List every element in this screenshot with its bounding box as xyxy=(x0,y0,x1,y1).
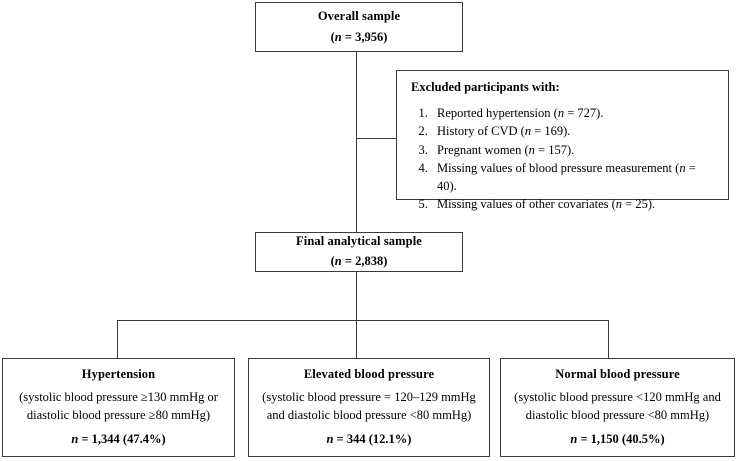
normal-criteria-line1: (systolic blood pressure <120 mmHg and xyxy=(514,389,721,404)
n-symbol: n xyxy=(679,160,686,175)
list-item: History of CVD (n = 169). xyxy=(431,122,714,140)
list-item: Pregnant women (n = 157). xyxy=(431,141,714,159)
hypertension-criteria-line2: diastolic blood pressure ≥80 mmHg) xyxy=(26,407,211,422)
n-symbol: n xyxy=(334,254,342,269)
normal-value: = 1,150 (40.5%) xyxy=(577,432,665,447)
elevated-title: Elevated blood pressure xyxy=(303,366,435,381)
box-group-normal-blood-pressure: Normal blood pressure (systolic blood pr… xyxy=(500,358,735,457)
excluded-list: Reported hypertension (n = 727). History… xyxy=(411,104,714,214)
paren-open: ( xyxy=(330,254,335,269)
final-sample-title: Final analytical sample xyxy=(296,234,422,248)
excluded-item-text: Missing values of other covariates ( xyxy=(437,197,616,212)
elevated-criteria-line2: and diastolic blood pressure <80 mmHg) xyxy=(266,407,472,422)
final-sample-value: = 2,838) xyxy=(341,254,388,269)
elevated-value: = 344 (12.1%) xyxy=(333,432,412,447)
box-excluded-participants: Excluded participants with: Reported hyp… xyxy=(396,70,729,211)
connector-trunk-main xyxy=(356,52,358,232)
connector-leg-normal xyxy=(608,320,610,358)
list-item: Reported hypertension (n = 727). xyxy=(431,104,714,122)
n-symbol: n xyxy=(334,29,342,44)
excluded-item-value: = 727). xyxy=(564,106,604,120)
excluded-item-text: Missing values of blood pressure measure… xyxy=(437,160,680,175)
final-sample-count: (n = 2,838) xyxy=(331,252,388,271)
connector-distribution-bar xyxy=(117,320,609,322)
excluded-item-text: Pregnant women ( xyxy=(437,142,529,157)
n-symbol: n xyxy=(524,124,532,139)
connector-to-excluded xyxy=(356,138,396,140)
elevated-criteria-line1: (systolic blood pressure = 120–129 mmHg xyxy=(262,389,476,404)
excluded-item-value: = 157). xyxy=(534,142,575,157)
normal-criteria-line2: diastolic blood pressure <80 mmHg) xyxy=(525,407,710,422)
overall-sample-title: Overall sample xyxy=(317,8,401,23)
paren-open: ( xyxy=(330,29,335,44)
connector-leg-hypertension xyxy=(117,320,119,358)
hypertension-title: Hypertension xyxy=(81,366,156,381)
n-symbol: n xyxy=(528,142,535,157)
box-overall-sample: Overall sample (n = 3,956) xyxy=(255,2,463,52)
elevated-count: n = 344 (12.1%) xyxy=(327,430,412,449)
excluded-item-text: Reported hypertension ( xyxy=(437,106,558,120)
list-item: Missing values of blood pressure measure… xyxy=(431,159,714,196)
box-final-analytical-sample: Final analytical sample (n = 2,838) xyxy=(255,232,463,272)
overall-sample-value: = 3,956) xyxy=(341,29,388,44)
n-symbol: n xyxy=(326,432,334,447)
normal-title: Normal blood pressure xyxy=(555,366,680,381)
n-symbol: n xyxy=(71,432,79,447)
excluded-item-value: = 25). xyxy=(622,197,656,212)
excluded-item-value: = 169). xyxy=(531,124,571,139)
connector-leg-elevated xyxy=(356,320,358,358)
n-symbol: n xyxy=(570,432,578,447)
n-symbol: n xyxy=(615,197,623,212)
box-group-elevated-blood-pressure: Elevated blood pressure (systolic blood … xyxy=(248,358,490,457)
overall-sample-count: (n = 3,956) xyxy=(331,28,388,47)
list-item: Missing values of other covariates (n = … xyxy=(431,195,714,213)
hypertension-value: = 1,344 (47.4%) xyxy=(78,432,166,447)
hypertension-criteria-line1: (systolic blood pressure ≥130 mmHg or xyxy=(19,389,218,404)
hypertension-count: n = 1,344 (47.4%) xyxy=(71,430,165,449)
box-group-hypertension: Hypertension (systolic blood pressure ≥1… xyxy=(2,358,235,457)
n-symbol: n xyxy=(557,106,565,120)
excluded-item-text: History of CVD ( xyxy=(437,124,525,139)
excluded-item-value: = 40). xyxy=(437,160,696,193)
excluded-heading: Excluded participants with: xyxy=(411,80,560,94)
connector-trunk-lower xyxy=(356,272,358,320)
normal-count: n = 1,150 (40.5%) xyxy=(570,430,664,449)
